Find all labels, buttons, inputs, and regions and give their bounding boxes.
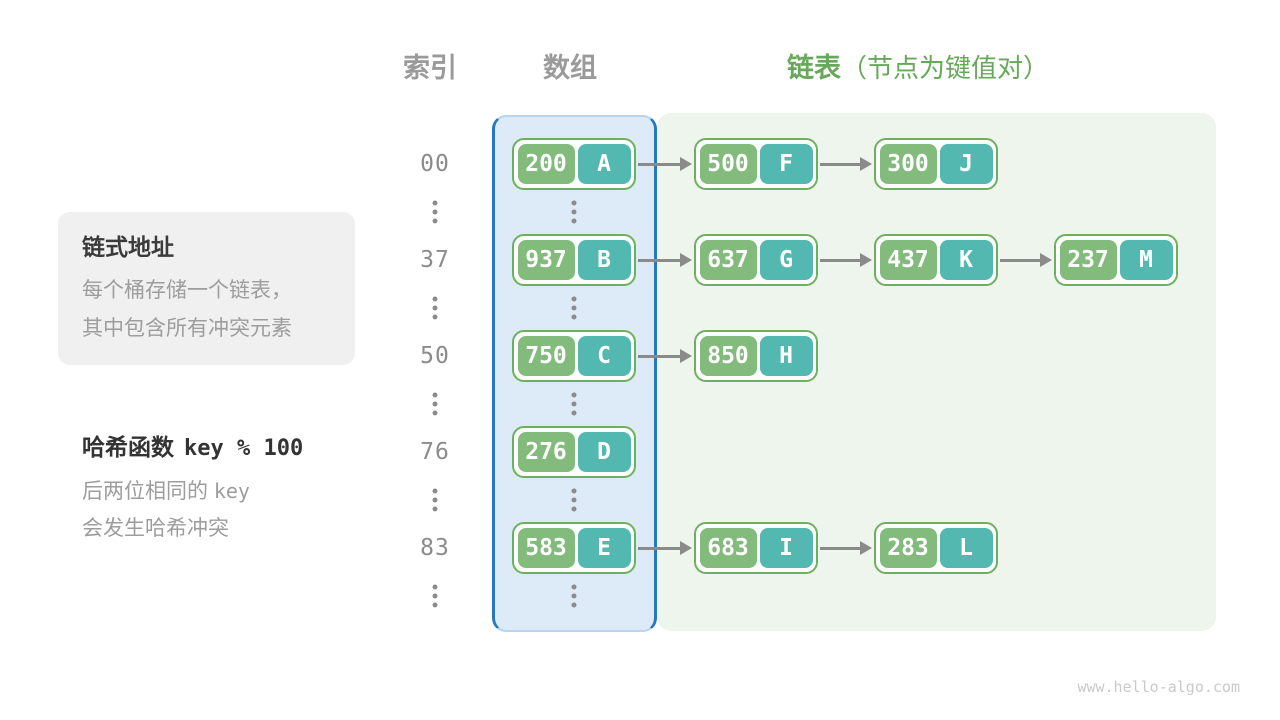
hash-function-title: 哈希函数 key % 100 xyxy=(82,433,303,463)
key-cell: 750 xyxy=(517,336,575,376)
key-cell: 850 xyxy=(699,336,757,376)
bucket-index-label: 37 xyxy=(420,247,450,273)
ellipsis-dots xyxy=(432,296,438,320)
value-cell: I xyxy=(759,528,813,568)
next-pointer-arrow xyxy=(820,156,872,172)
value-cell: L xyxy=(939,528,993,568)
ellipsis-dots xyxy=(571,296,577,320)
key-cell: 937 xyxy=(517,240,575,280)
chain-pair-node: 637 G xyxy=(694,234,818,286)
next-pointer-arrow xyxy=(638,252,692,268)
key-cell: 583 xyxy=(517,528,575,568)
value-cell: D xyxy=(577,432,631,472)
watermark: www.hello-algo.com xyxy=(1077,678,1240,696)
ellipsis-dots xyxy=(571,488,577,512)
chain-pair-node: 683 I xyxy=(694,522,818,574)
key-cell: 637 xyxy=(699,240,757,280)
ellipsis-dots xyxy=(571,200,577,224)
key-cell: 200 xyxy=(517,144,575,184)
chaining-callout: 链式地址 每个桶存储一个链表， 其中包含所有冲突元素 xyxy=(58,212,355,365)
hash-function-label: 哈希函数 xyxy=(82,434,174,460)
bucket-index-label: 00 xyxy=(420,151,450,177)
hash-function-code: key % 100 xyxy=(184,436,304,461)
ellipsis-dots xyxy=(432,488,438,512)
chain-pair-node: 283 L xyxy=(874,522,998,574)
ellipsis-dots xyxy=(432,200,438,224)
value-cell: G xyxy=(759,240,813,280)
bucket-pair-node: 200 A xyxy=(512,138,636,190)
value-cell: A xyxy=(577,144,631,184)
value-cell: J xyxy=(939,144,993,184)
value-cell: H xyxy=(759,336,813,376)
value-cell: M xyxy=(1119,240,1173,280)
bucket-index-label: 50 xyxy=(420,343,450,369)
next-pointer-arrow xyxy=(638,156,692,172)
value-cell: E xyxy=(577,528,631,568)
key-cell: 300 xyxy=(879,144,937,184)
bucket-pair-node: 750 C xyxy=(512,330,636,382)
next-pointer-arrow xyxy=(1000,252,1052,268)
chain-pair-node: 237 M xyxy=(1054,234,1178,286)
list-header-note: （节点为键值对） xyxy=(841,53,1050,83)
chain-pair-node: 850 H xyxy=(694,330,818,382)
ellipsis-dots xyxy=(571,392,577,416)
list-column-header: 链表（节点为键值对） xyxy=(787,54,1049,82)
key-cell: 276 xyxy=(517,432,575,472)
chaining-callout-line1: 每个桶存储一个链表， xyxy=(82,279,292,302)
ellipsis-dots xyxy=(432,584,438,608)
next-pointer-arrow xyxy=(638,540,692,556)
ellipsis-dots xyxy=(571,584,577,608)
key-cell: 283 xyxy=(879,528,937,568)
bucket-pair-node: 276 D xyxy=(512,426,636,478)
index-column-header: 索引 xyxy=(403,53,457,83)
bucket-index-label: 76 xyxy=(420,439,450,465)
hash-note-line2: 会发生哈希冲突 xyxy=(82,517,229,540)
array-column-header: 数组 xyxy=(543,53,597,83)
value-cell: C xyxy=(577,336,631,376)
value-cell: K xyxy=(939,240,993,280)
next-pointer-arrow xyxy=(638,348,692,364)
bucket-pair-node: 937 B xyxy=(512,234,636,286)
next-pointer-arrow xyxy=(820,540,872,556)
key-cell: 500 xyxy=(699,144,757,184)
bucket-index-label: 83 xyxy=(420,535,450,561)
key-cell: 437 xyxy=(879,240,937,280)
value-cell: F xyxy=(759,144,813,184)
chain-pair-node: 437 K xyxy=(874,234,998,286)
value-cell: B xyxy=(577,240,631,280)
chaining-callout-line2: 其中包含所有冲突元素 xyxy=(82,317,292,340)
list-header-label: 链表 xyxy=(787,53,841,83)
chaining-callout-title: 链式地址 xyxy=(82,234,174,260)
hash-note-line1: 后两位相同的 key xyxy=(82,479,250,503)
key-cell: 683 xyxy=(699,528,757,568)
chain-pair-node: 500 F xyxy=(694,138,818,190)
chain-pair-node: 300 J xyxy=(874,138,998,190)
bucket-pair-node: 583 E xyxy=(512,522,636,574)
ellipsis-dots xyxy=(432,392,438,416)
key-cell: 237 xyxy=(1059,240,1117,280)
next-pointer-arrow xyxy=(820,252,872,268)
